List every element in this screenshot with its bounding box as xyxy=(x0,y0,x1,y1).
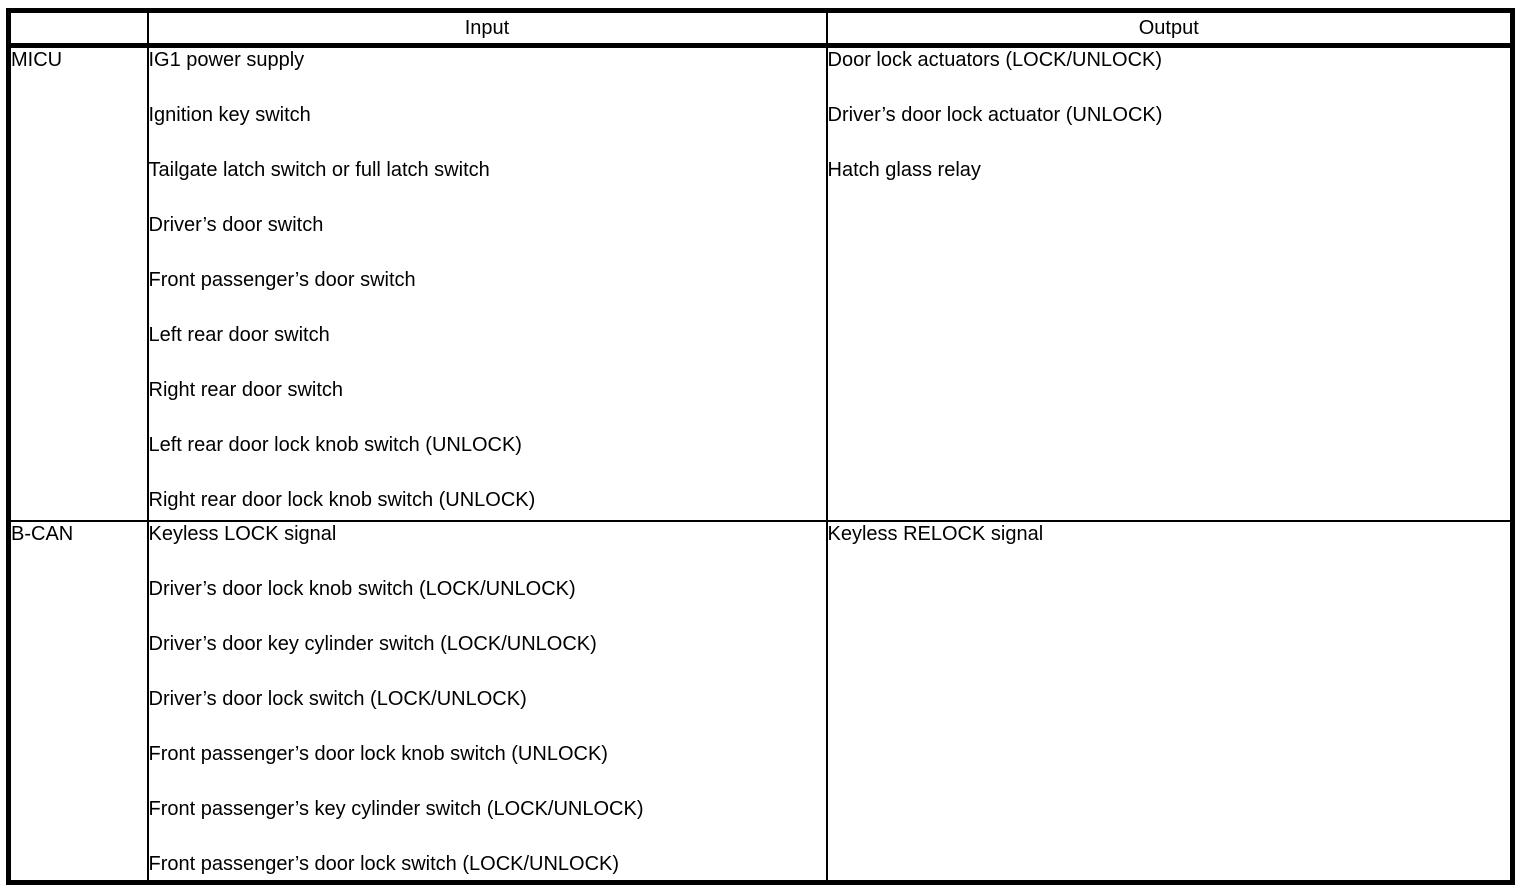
input-item: Driver’s door switch xyxy=(148,214,324,236)
output-item: Driver’s door lock actuator (UNLOCK) xyxy=(827,104,1163,126)
io-table: Input Output MICU IG1 power supply Ignit… xyxy=(6,8,1515,885)
input-item: Left rear door lock knob switch (UNLOCK) xyxy=(148,434,522,456)
input-item: Driver’s door lock switch (LOCK/UNLOCK) xyxy=(148,688,527,710)
input-item: Front passenger’s door switch xyxy=(148,269,416,291)
input-item: Front passenger’s door lock switch (LOCK… xyxy=(148,853,620,875)
output-item: Hatch glass relay xyxy=(827,159,981,181)
bcan-input-cell: Keyless LOCK signal Driver’s door lock k… xyxy=(146,520,828,884)
input-item: Right rear door switch xyxy=(148,379,344,401)
micu-output-cell: Door lock actuators (LOCK/UNLOCK) Driver… xyxy=(825,44,1514,522)
input-item: Left rear door switch xyxy=(148,324,330,346)
header-cell-output: Output xyxy=(825,9,1514,48)
row-label-micu: MICU xyxy=(7,44,149,522)
header-cell-corner xyxy=(7,9,149,48)
input-item: Ignition key switch xyxy=(148,104,311,126)
bcan-output-cell: Keyless RELOCK signal xyxy=(825,520,1514,884)
output-item: Keyless RELOCK signal xyxy=(827,523,1044,545)
input-item: Front passenger’s key cylinder switch (L… xyxy=(148,798,644,820)
header-cell-input: Input xyxy=(146,9,828,48)
micu-input-cell: IG1 power supply Ignition key switch Tai… xyxy=(146,44,828,522)
input-item: Front passenger’s door lock knob switch … xyxy=(148,743,608,765)
table-row-bcan: B-CAN Keyless LOCK signal Driver’s door … xyxy=(7,520,1514,884)
header-row: Input Output xyxy=(7,9,1514,48)
input-item: Right rear door lock knob switch (UNLOCK… xyxy=(148,489,536,511)
input-item: Driver’s door key cylinder switch (LOCK/… xyxy=(148,633,597,655)
row-label-bcan: B-CAN xyxy=(7,520,149,884)
input-item: Keyless LOCK signal xyxy=(148,523,337,545)
input-item: IG1 power supply xyxy=(148,49,305,71)
table-row-micu: MICU IG1 power supply Ignition key switc… xyxy=(7,44,1514,522)
output-item: Door lock actuators (LOCK/UNLOCK) xyxy=(827,49,1163,71)
input-item: Tailgate latch switch or full latch swit… xyxy=(148,159,490,181)
input-item: Driver’s door lock knob switch (LOCK/UNL… xyxy=(148,578,576,600)
